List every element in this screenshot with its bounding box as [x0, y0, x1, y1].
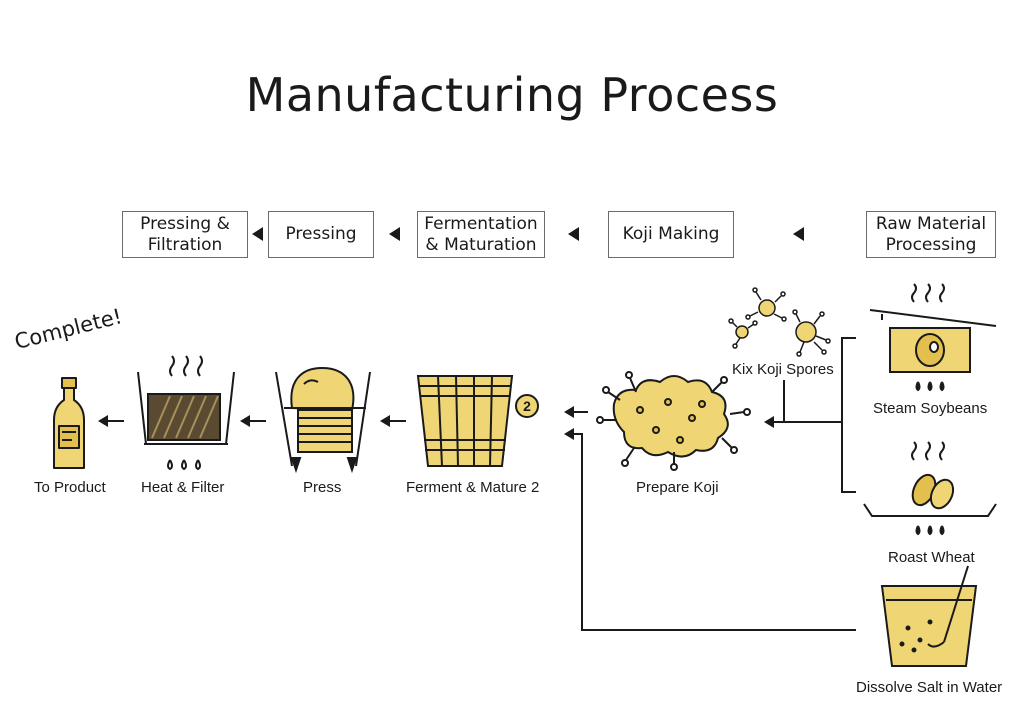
koji-spores-icon — [728, 287, 831, 357]
stage-box-fermentation: Fermentation & Maturation — [417, 211, 545, 258]
flow-line-salt-to-ferment — [564, 428, 856, 631]
steamer-pot-icon — [869, 283, 997, 392]
stage-box-pressing: Pressing — [268, 211, 374, 258]
flow-arrow-press-to-heat — [240, 415, 266, 427]
flow-arrow-koji-to-ferment — [564, 406, 588, 418]
stage-label-pressing-filtration: Pressing & Filtration — [140, 214, 230, 255]
step-label-steam-soybeans: Steam Soybeans — [873, 400, 988, 417]
page-title: Manufacturing Process — [245, 68, 779, 122]
roasting-pan-icon — [863, 441, 997, 536]
flow-arrow-heat-to-product — [98, 415, 124, 427]
step-label-heat-filter: Heat & Filter — [141, 479, 225, 496]
flow-connector-raw-to-koji — [772, 337, 856, 493]
step-label-to-product: To Product — [34, 479, 106, 496]
stage-label-pressing: Pressing — [285, 224, 357, 245]
stage-arrow-3 — [568, 227, 579, 241]
press-icon — [275, 366, 371, 474]
fermentation-barrel-icon — [416, 375, 514, 467]
bottle-icon — [53, 377, 85, 469]
step-label-ferment: Ferment & Mature 2 — [406, 479, 540, 496]
svg-text:2: 2 — [523, 398, 531, 414]
stage-label-raw-material: Raw Material Processing — [875, 214, 987, 255]
stage-arrow-4 — [793, 227, 804, 241]
step-label-roast-wheat: Roast Wheat — [888, 549, 975, 566]
stage-box-koji-making: Koji Making — [608, 211, 734, 258]
flow-arrow-into-koji — [764, 416, 774, 428]
step-label-koji-spores: Kix Koji Spores — [732, 361, 834, 378]
salt-water-container-icon — [880, 565, 978, 667]
stage-arrow-1 — [252, 227, 263, 241]
stage-box-pressing-filtration: Pressing & Filtration — [122, 211, 248, 258]
stage-box-raw-material: Raw Material Processing — [866, 211, 996, 258]
stage-label-koji-making: Koji Making — [622, 224, 720, 245]
filter-vessel-icon — [137, 355, 235, 471]
stage-label-fermentation: Fermentation & Maturation — [424, 214, 538, 255]
step-number-badge: 2 — [515, 394, 539, 418]
step-label-dissolve-salt: Dissolve Salt in Water — [856, 679, 1003, 696]
flow-arrow-ferment-to-press — [380, 415, 406, 427]
koji-blob-icon — [596, 371, 751, 471]
step-label-press: Press — [303, 479, 342, 496]
step-label-prepare-koji: Prepare Koji — [636, 479, 719, 496]
stage-arrow-2 — [389, 227, 400, 241]
